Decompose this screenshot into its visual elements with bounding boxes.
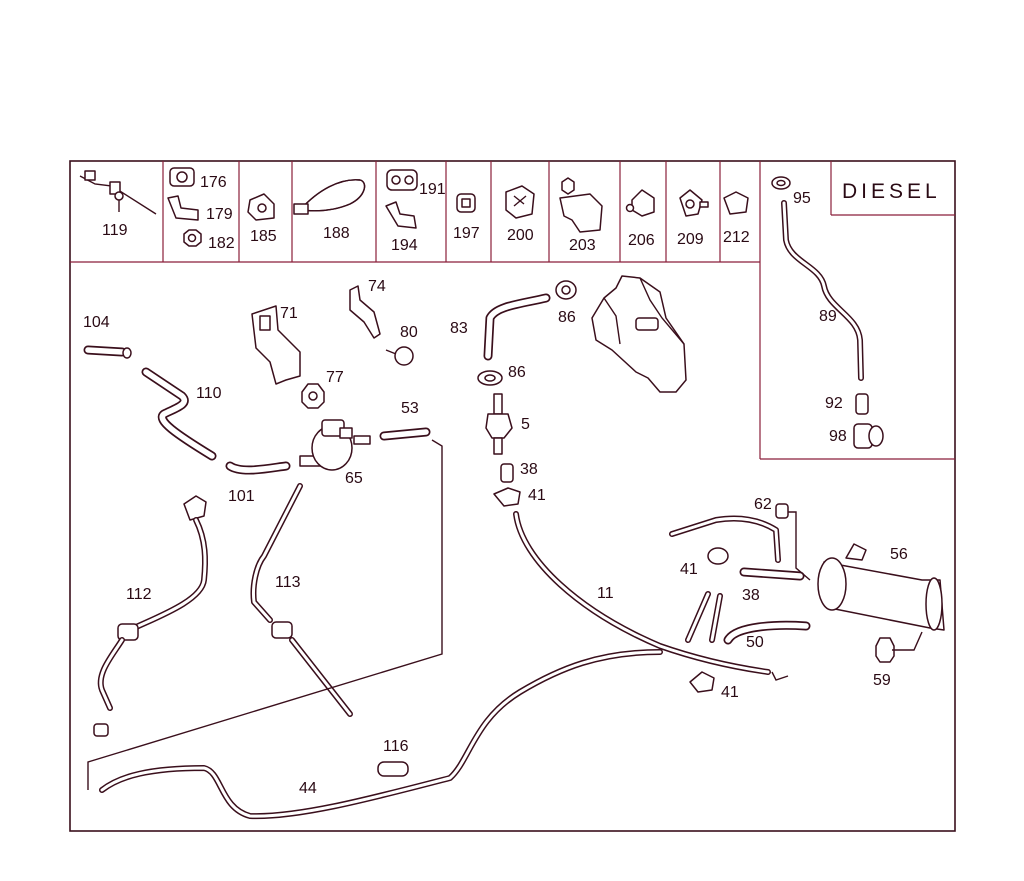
bolt-80	[385, 346, 414, 366]
label-86-upper: 86	[558, 309, 576, 326]
diagram-frame	[69, 160, 956, 832]
label-59: 59	[873, 672, 891, 689]
holder-203	[559, 177, 603, 233]
label-119: 119	[102, 222, 128, 239]
label-203: 203	[569, 237, 596, 254]
label-74: 74	[368, 278, 386, 295]
clip-197	[456, 193, 476, 213]
clip-200	[505, 185, 535, 219]
label-41-upper: 41	[528, 487, 546, 504]
nut-77	[301, 383, 325, 409]
line-89	[781, 200, 864, 381]
clip-206	[625, 189, 655, 217]
cap-98	[853, 423, 884, 449]
label-98: 98	[829, 428, 847, 445]
line-113	[250, 483, 353, 717]
small-parts-strip	[70, 161, 760, 263]
clip-176	[169, 167, 195, 187]
filter-housing	[591, 275, 687, 393]
label-112: 112	[126, 586, 152, 603]
hose-53	[379, 427, 431, 441]
label-53: 53	[401, 400, 419, 417]
label-200: 200	[507, 227, 534, 244]
label-86-lower: 86	[508, 364, 526, 381]
label-113: 113	[275, 574, 301, 591]
label-62: 62	[754, 496, 772, 513]
label-110: 110	[196, 385, 222, 402]
cable-tie-188	[293, 179, 366, 215]
hose-110	[141, 367, 217, 461]
label-80: 80	[400, 324, 418, 341]
label-83: 83	[450, 320, 468, 337]
clip-209	[679, 189, 709, 217]
label-5: 5	[521, 416, 530, 433]
label-92: 92	[825, 395, 843, 412]
label-197: 197	[453, 225, 480, 242]
label-209: 209	[677, 231, 704, 248]
hose-50	[723, 620, 811, 645]
bracket-194	[385, 201, 417, 229]
clamp-86-upper	[555, 280, 577, 300]
hose-104	[83, 345, 132, 359]
label-206: 206	[628, 232, 655, 249]
hose-83	[483, 293, 551, 361]
label-77: 77	[326, 369, 344, 386]
label-212: 212	[723, 229, 750, 246]
filter-56	[817, 543, 945, 631]
label-188: 188	[323, 225, 350, 242]
nut-182	[183, 229, 202, 247]
sleeve-92	[855, 393, 869, 415]
label-104: 104	[83, 314, 110, 331]
bracket-74	[349, 285, 381, 339]
label-41-lower: 41	[721, 684, 739, 701]
tie-strap-119	[79, 170, 157, 215]
connector-41-upper	[493, 487, 521, 507]
label-56: 56	[890, 546, 908, 563]
label-194: 194	[391, 237, 418, 254]
diesel-title: DIESEL	[842, 180, 941, 203]
sleeve-116	[377, 761, 409, 777]
label-179: 179	[206, 206, 233, 223]
valve-65	[299, 419, 371, 471]
label-38-upper: 38	[520, 461, 538, 478]
label-101: 101	[228, 488, 255, 505]
sleeve-62	[775, 503, 789, 519]
clip-191	[386, 169, 418, 191]
label-38-lower: 38	[742, 587, 760, 604]
label-65: 65	[345, 470, 363, 487]
label-71: 71	[280, 305, 298, 322]
line-112	[93, 495, 208, 737]
connector-41-lower	[689, 671, 715, 693]
label-89: 89	[819, 308, 837, 325]
return-hoses	[669, 515, 781, 643]
leader-lines	[87, 439, 923, 790]
line-44	[99, 649, 663, 820]
clamp-86-lower	[477, 370, 503, 386]
bracket-179	[167, 195, 199, 221]
label-41-mid: 41	[680, 561, 698, 578]
label-191: 191	[419, 181, 446, 198]
label-185: 185	[250, 228, 277, 245]
label-176: 176	[200, 174, 227, 191]
label-95: 95	[793, 190, 811, 207]
label-50: 50	[746, 634, 764, 651]
connector-41-mid	[707, 547, 729, 565]
hose-101	[225, 461, 291, 475]
label-44: 44	[299, 780, 317, 797]
nut-59	[875, 637, 895, 663]
label-116: 116	[383, 738, 409, 755]
label-11: 11	[597, 585, 614, 602]
diesel-inset: DIESEL	[759, 161, 955, 460]
label-182: 182	[208, 235, 235, 252]
sleeve-38-upper	[500, 463, 514, 483]
clip-185	[247, 193, 275, 221]
part-labels: 119 176 179 182 185 188 191 194 197 200 …	[83, 174, 908, 797]
hose-38-lower	[739, 567, 805, 581]
valve-5	[485, 393, 513, 455]
clamp-95	[771, 176, 791, 190]
bracket-71	[251, 305, 301, 385]
clip-212	[723, 191, 749, 215]
line-11	[513, 511, 771, 675]
